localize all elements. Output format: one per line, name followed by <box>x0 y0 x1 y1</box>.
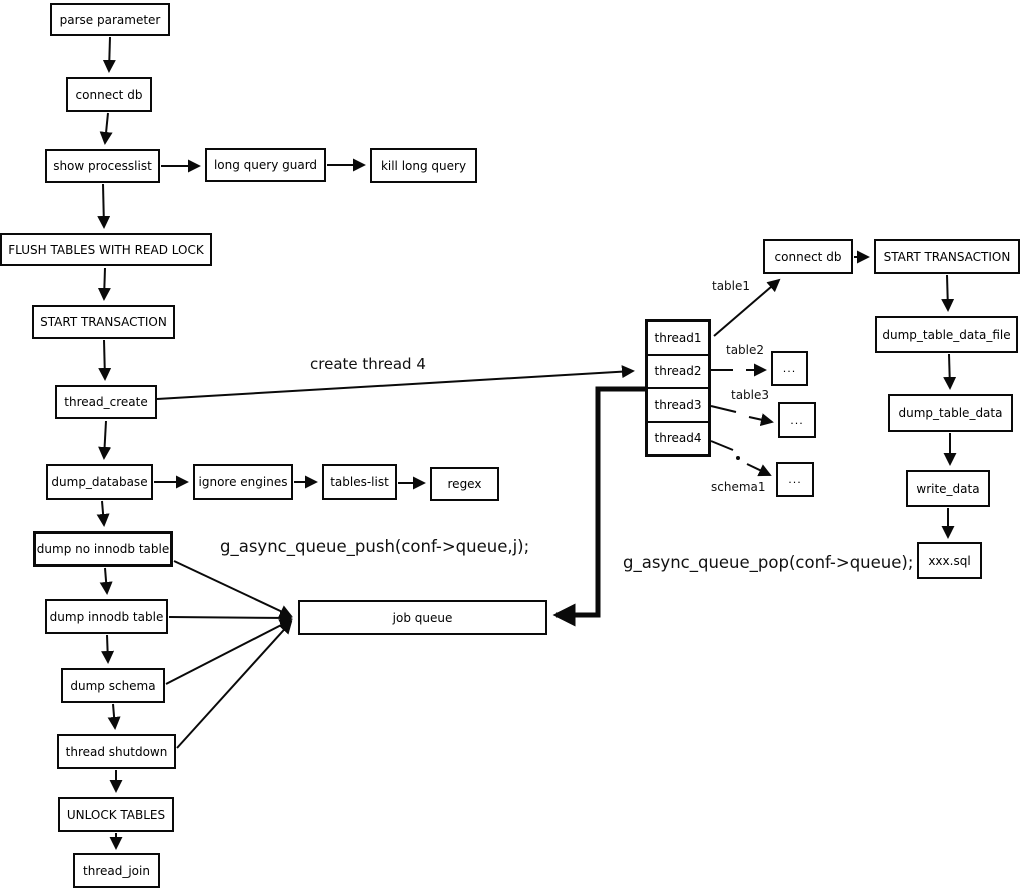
node-label: connect db <box>75 87 143 102</box>
node-show-processlist: show processlist <box>45 149 160 183</box>
edge-noinnodb-to-queue <box>173 560 293 618</box>
edge-innodb-to-schema <box>101 634 115 664</box>
node-label: regex <box>447 477 482 491</box>
annotation-table3: table3 <box>731 388 770 402</box>
node-thread-join: thread_join <box>73 853 160 888</box>
node-label: ... <box>788 473 802 486</box>
node-label: tables-list <box>330 475 389 489</box>
thread-stack: thread1 thread2 thread3 thread4 <box>645 319 711 457</box>
node-label: show processlist <box>53 159 152 173</box>
node-long-query-guard: long query guard <box>205 148 326 182</box>
node-thread3: thread3 <box>648 387 708 421</box>
node-label: xxx.sql <box>928 553 971 568</box>
edge-thread4-stub <box>710 440 734 451</box>
edge-thread3-to-ellipsis <box>748 413 774 427</box>
node-thread4: thread4 <box>648 420 708 455</box>
node-label: thread shutdown <box>65 744 168 759</box>
node-thread-shutdown: thread shutdown <box>57 734 176 769</box>
node-label: dump schema <box>70 678 156 693</box>
node-write-data: write_data <box>906 470 990 507</box>
node-label: thread4 <box>654 431 702 446</box>
node-xxx-sql: xxx.sql <box>917 542 982 579</box>
node-label: ignore engines <box>198 475 288 489</box>
node-label: FLUSH TABLES WITH READ LOCK <box>8 242 204 257</box>
node-unlock-tables: UNLOCK TABLES <box>58 797 174 832</box>
node-regex: regex <box>430 467 499 501</box>
annotation-queue-push: g_async_queue_push(conf->queue,j); <box>220 537 530 556</box>
node-label: thread1 <box>654 330 702 345</box>
node-label: dump innodb table <box>49 609 164 624</box>
node-label: parse parameter <box>59 12 161 27</box>
edge-dumpdb-to-noinnodb <box>96 500 110 527</box>
node-label: UNLOCK TABLES <box>66 807 166 822</box>
node-dump-innodb-table: dump innodb table <box>45 599 168 634</box>
edge-flush-to-start <box>97 267 111 301</box>
node-kill-long-query: kill long query <box>370 148 477 183</box>
edge-noinnodb-to-innodb <box>99 567 113 595</box>
annotation-queue-pop: g_async_queue_pop(conf->queue); <box>623 553 914 572</box>
node-label: START TRANSACTION <box>40 315 167 329</box>
node-label: dump_database <box>51 475 148 489</box>
node-dump-database: dump_database <box>46 464 153 500</box>
node-label: thread3 <box>654 397 702 412</box>
node-label: dump no innodb table <box>36 542 170 556</box>
node-label: START TRANSACTION <box>883 249 1011 264</box>
node-label: thread2 <box>654 364 702 379</box>
edge-shutdown-to-queue <box>176 620 293 749</box>
node-label: job queue <box>392 610 453 625</box>
node-connect-db-right: connect db <box>763 239 853 274</box>
node-label: dump_table_data_file <box>882 327 1011 342</box>
node-label: write_data <box>916 481 980 496</box>
node-start-transaction-right: START TRANSACTION <box>874 239 1020 274</box>
annotation-table2: table2 <box>726 343 765 357</box>
node-dump-table-data: dump_table_data <box>888 394 1013 432</box>
node-connect-db-left: connect db <box>66 77 152 112</box>
node-ignore-engines: ignore engines <box>193 464 293 500</box>
node-tables-list: tables-list <box>322 464 397 500</box>
node-job-queue: job queue <box>298 600 547 635</box>
edge-parse-to-connect <box>102 36 116 73</box>
edge-start-to-threadcreate <box>98 339 112 381</box>
annotation-schema1: schema1 <box>711 480 766 494</box>
node-ellipsis-schema1: ... <box>776 462 814 497</box>
node-thread2: thread2 <box>648 353 708 388</box>
edge-thread4-dot <box>736 456 740 460</box>
node-dump-no-innodb-table: dump no innodb table <box>33 531 173 567</box>
edge-connect-to-processlist <box>99 112 113 145</box>
node-label: long query guard <box>213 158 318 172</box>
node-start-transaction-left: START TRANSACTION <box>32 305 175 339</box>
node-flush-tables: FLUSH TABLES WITH READ LOCK <box>0 233 212 266</box>
node-label: dump_table_data <box>898 406 1003 420</box>
edge-start-to-dumpfile <box>941 274 955 312</box>
edge-schema-to-queue <box>165 619 293 685</box>
node-label: thread_join <box>83 863 150 878</box>
node-label: thread_create <box>64 395 148 409</box>
edge-processlist-to-flush <box>97 183 111 229</box>
edge-threadcreate-to-dumpdb <box>98 420 112 460</box>
node-label: ... <box>782 362 797 375</box>
edge-schema-to-shutdown <box>107 703 121 730</box>
node-ellipsis-table3: ... <box>778 402 816 438</box>
node-dump-table-data-file: dump_table_data_file <box>875 316 1018 353</box>
edge-thread3-stub <box>710 405 737 413</box>
node-label: kill long query <box>380 158 467 173</box>
annotation-table1: table1 <box>712 279 751 293</box>
edge-thread4-to-ellipsis <box>746 463 772 477</box>
edge-queue-pop-thick <box>552 386 645 627</box>
node-dump-schema: dump schema <box>61 668 165 703</box>
node-label: connect db <box>774 249 842 264</box>
node-parse-parameter: parse parameter <box>50 3 170 36</box>
node-label: ... <box>790 413 804 427</box>
edge-dumpfile-to-dumpdata <box>943 353 957 390</box>
node-thread1: thread1 <box>648 322 708 354</box>
node-ellipsis-table2: ... <box>771 351 808 386</box>
edge-create-thread <box>156 365 635 400</box>
node-thread-create: thread_create <box>55 385 157 419</box>
edge-innodb-to-queue <box>168 611 293 625</box>
annotation-create-thread: create thread 4 <box>310 355 426 373</box>
